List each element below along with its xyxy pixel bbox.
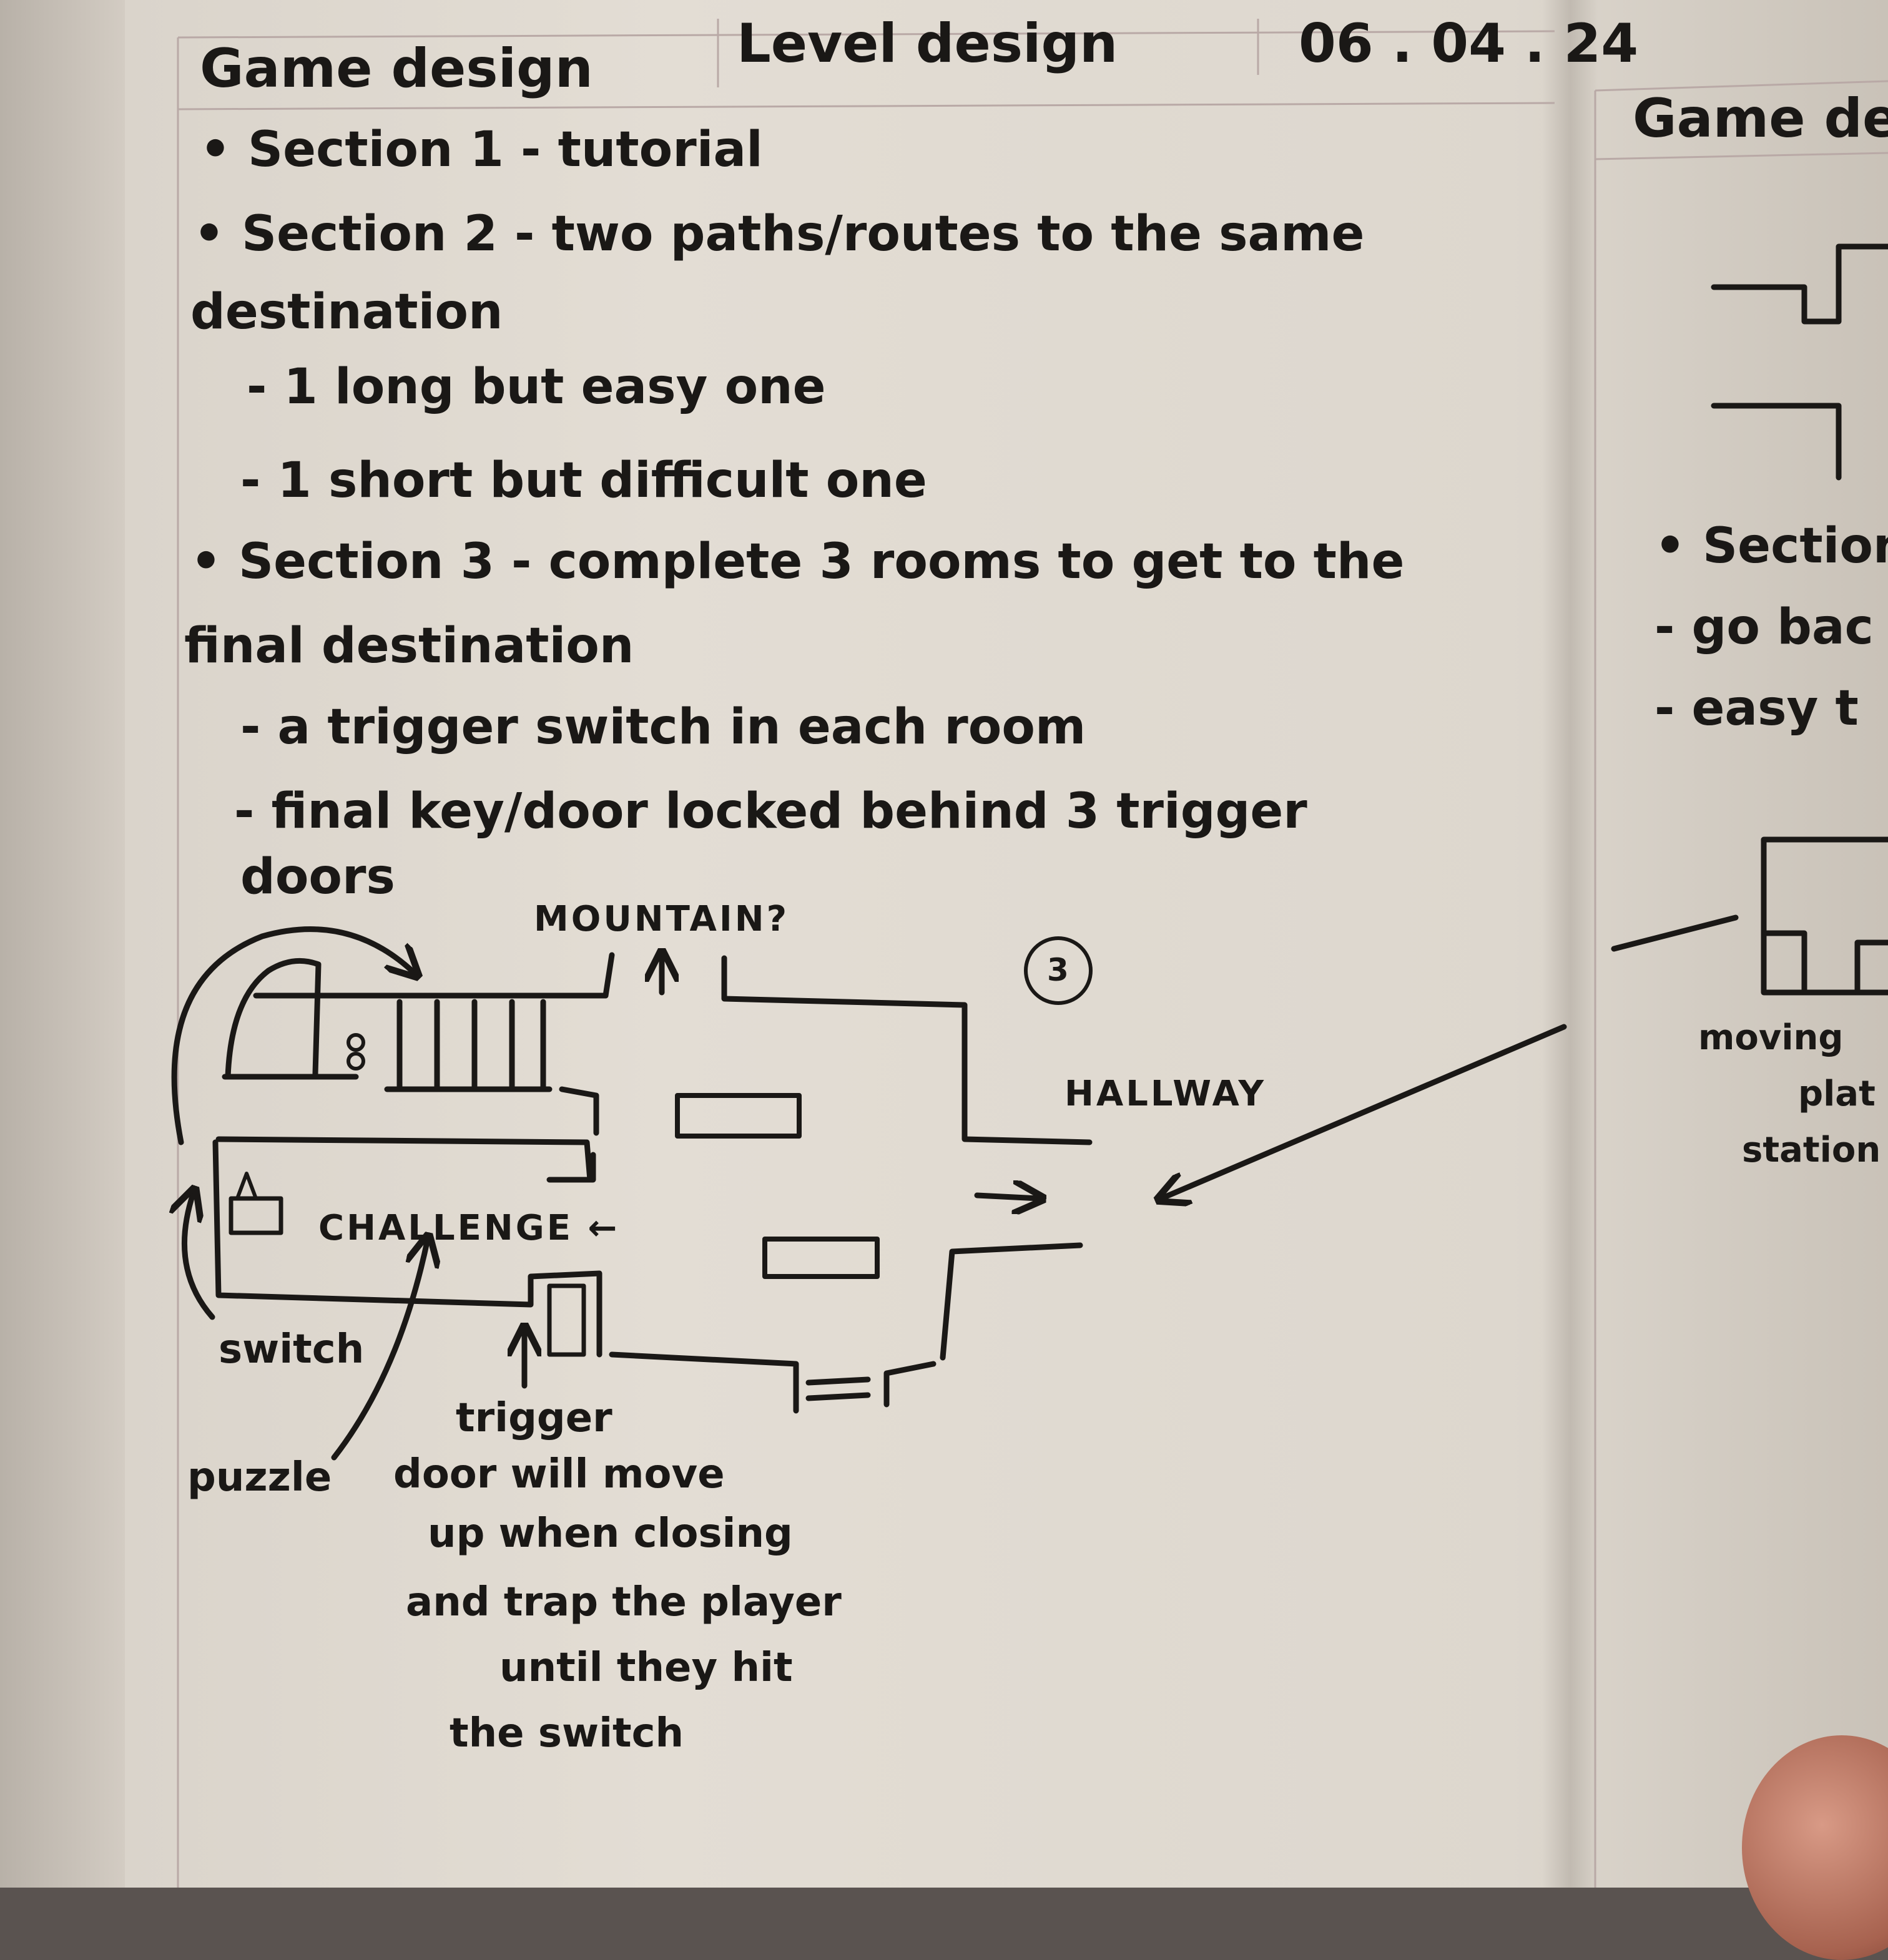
level-map-sketch [0,243,1888,1461]
note-line-3: destination [190,284,503,340]
trigger-note-1: trigger [456,1395,612,1441]
note-line-8: - a trigger switch in each room [240,699,1086,755]
right-page-section: • Section [1654,518,1888,574]
puzzle-label: puzzle [187,1454,332,1501]
notebook-spine [1542,0,1598,1888]
right-page-item-1: - go bac [1654,599,1874,655]
note-line-7: final destination [184,618,634,674]
page-stack-edge [0,0,125,1888]
challenge-label: CHALLENGE ← [318,1208,620,1248]
trigger-note-2: door will move [393,1451,725,1497]
note-line-6: • Section 3 - complete 3 rooms to get to… [190,534,1405,590]
note-line-10: doors [240,849,395,905]
hallway-label: HALLWAY [1064,1074,1267,1114]
trigger-note-3: up when closing [428,1511,793,1557]
trigger-note-6: the switch [450,1710,684,1757]
right-page-header: Game de [1633,87,1888,150]
note-line-4: - 1 long but easy one [247,359,826,415]
note-line-2: • Section 2 - two paths/routes to the sa… [194,206,1365,262]
right-page-note-2: plat [1798,1074,1876,1114]
trigger-note-5: until they hit [499,1645,793,1691]
mountain-label: MOUNTAIN? [534,899,790,939]
note-line-5: - 1 short but difficult one [240,453,927,509]
right-page-note-1: moving [1698,1017,1844,1058]
circle-number-label: 3 [1047,952,1069,988]
note-line-9: - final key/door locked behind 3 trigger [234,783,1307,840]
right-page-note-3: station [1742,1130,1881,1170]
right-page-item-2: - easy t [1654,680,1859,737]
trigger-note-4: and trap the player [406,1579,842,1625]
topic-label: Level design [737,12,1118,75]
switch-label: switch [219,1326,365,1373]
date-label: 06 . 04 . 24 [1299,12,1639,75]
subject-label: Game design [200,37,593,100]
page-ruling [177,19,1888,1888]
note-line-1: • Section 1 - tutorial [200,122,763,178]
